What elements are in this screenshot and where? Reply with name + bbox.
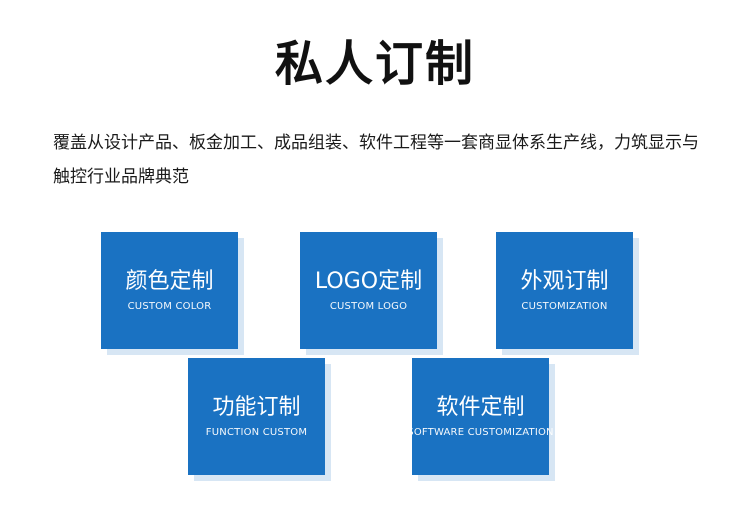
card-title: 颜色定制 [125, 269, 214, 294]
card-subtitle: CUSTOM LOGO [329, 301, 408, 312]
card-custom-color[interactable]: 颜色定制 CUSTOM COLOR [101, 232, 238, 349]
page-title: 私人订制 [274, 36, 475, 92]
card-subtitle: FUNCTION CUSTOM [205, 427, 308, 438]
card-title: 软件定制 [436, 395, 525, 420]
card-subtitle: CUSTOMIZATION [521, 301, 608, 312]
card-title: 功能订制 [212, 395, 301, 420]
card-function-custom[interactable]: 功能订制 FUNCTION CUSTOM [188, 358, 325, 475]
card-title: LOGO定制 [314, 269, 423, 294]
card-software-customization[interactable]: 软件定制 SOFTWARE CUSTOMIZATION [407, 358, 554, 475]
card-subtitle: SOFTWARE CUSTOMIZATION [407, 427, 554, 438]
card-title: 外观订制 [520, 269, 609, 294]
card-subtitle: CUSTOM COLOR [127, 301, 212, 312]
card-customization[interactable]: 外观订制 CUSTOMIZATION [496, 232, 633, 349]
card-custom-logo[interactable]: LOGO定制 CUSTOM LOGO [300, 232, 437, 349]
page-description: 覆盖从设计产品、板金加工、成品组装、软件工程等一套商显体系生产线，力筑显示与触控… [53, 133, 699, 187]
